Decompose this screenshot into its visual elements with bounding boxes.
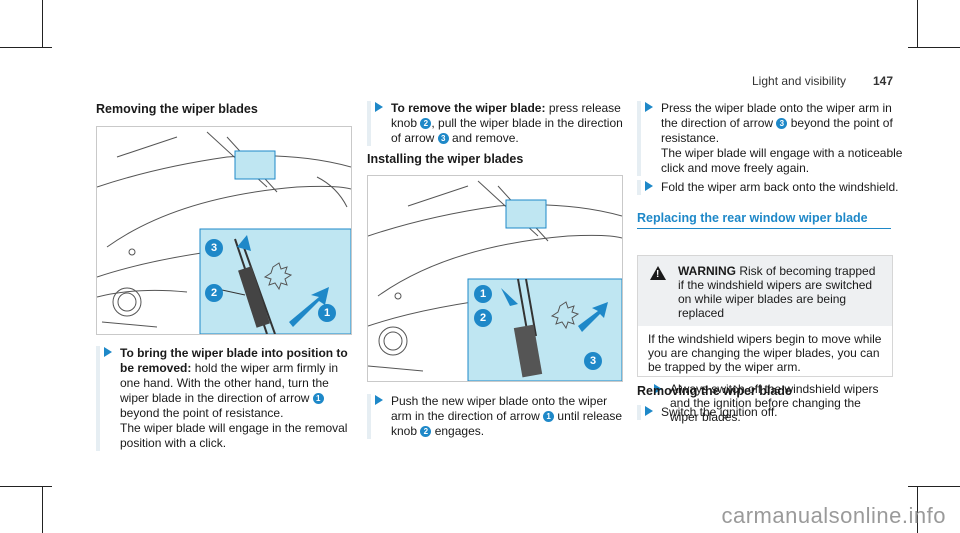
step-text: engages. [431, 424, 485, 438]
step-arrow-icon [375, 395, 383, 405]
crop-mark [908, 486, 960, 487]
warning-step: Always switch off the windshield wipers … [648, 382, 882, 424]
step-text: and remove. [448, 131, 519, 145]
callout-1: 1 [318, 304, 336, 322]
callout-1: 1 [474, 285, 492, 303]
step-arrow-icon [654, 384, 662, 394]
step-bold: To remove the wiper blade: [391, 101, 546, 115]
warning-header: WARNING Risk of becoming trapped if the … [638, 256, 892, 326]
step-remove-blade: To remove the wiper blade: press release… [367, 101, 631, 146]
step-arrow-icon [645, 102, 653, 112]
figure-removing-blade: 3 2 1 [96, 126, 352, 335]
step-text: Press the wiper blade onto the wiper arm… [661, 101, 892, 130]
inline-callout-2: 2 [420, 426, 432, 437]
section-rule [637, 228, 891, 229]
callout-2: 2 [205, 284, 223, 302]
step-arrow-icon [645, 181, 653, 191]
warning-box: WARNING Risk of becoming trapped if the … [637, 255, 893, 424]
crop-mark [42, 486, 43, 533]
step-text: Switch the ignition off. [661, 405, 778, 419]
step-text: press release knob [391, 101, 621, 130]
section-title-removing-blade: Removing the wiper blade [637, 384, 792, 398]
chapter-title: Light and visibility [752, 74, 847, 88]
step-text: beyond the point of resistance. [661, 116, 893, 145]
page-number: 147 [873, 74, 894, 88]
watermark: carmanualsonline.info [721, 503, 946, 528]
step-text: Fold the wiper arm back onto the windshi… [661, 180, 899, 194]
step-text: The wiper blade will engage in the remov… [120, 421, 348, 450]
inline-callout-1: 1 [312, 393, 324, 404]
step-arrow-icon [375, 102, 383, 112]
step-arrow-icon [104, 347, 112, 357]
step-push-new-blade: Push the new wiper blade onto the wiper … [367, 394, 631, 439]
inline-callout-3: 3 [776, 118, 788, 129]
warning-body: If the windshield wipers begin to move w… [638, 326, 892, 430]
step-press-blade: Press the wiper blade onto the wiper arm… [637, 101, 907, 176]
callout-2: 2 [474, 309, 492, 327]
crop-mark [42, 0, 43, 48]
step-text: , pull the wiper blade in the direction … [391, 116, 623, 145]
warning-body-text: If the windshield wipers begin to move w… [648, 332, 882, 374]
section-title-installing-blades: Installing the wiper blades [367, 152, 524, 166]
callout-3: 3 [584, 352, 602, 370]
step-text: hold the wiper arm firmly in one hand. W… [120, 361, 339, 405]
step-text: The wiper blade will engage with a notic… [661, 146, 903, 175]
crop-mark [0, 47, 52, 48]
inline-callout-1: 1 [543, 411, 555, 422]
warning-step-text: Always switch off the windshield wipers … [670, 382, 879, 424]
step-fold-arm: Fold the wiper arm back onto the windshi… [637, 180, 907, 195]
step-bold: To bring the wiper blade into position t… [120, 346, 348, 375]
inline-callout-3: 3 [437, 133, 449, 144]
step-text: beyond the point of resistance. [120, 406, 284, 420]
warning-icon [650, 266, 666, 282]
callout-3: 3 [205, 239, 223, 257]
crop-mark [917, 486, 918, 533]
inline-callout-2: 2 [420, 118, 432, 129]
step-text: until release knob [391, 409, 623, 438]
step-arrow-icon [645, 406, 653, 416]
warning-text: Risk of becoming trapped if the windshie… [678, 264, 876, 320]
crop-mark [917, 0, 918, 48]
step-bring-to-position: To bring the wiper blade into position t… [96, 346, 350, 451]
crop-mark [0, 486, 52, 487]
step-text: Push the new wiper blade onto the wiper … [391, 394, 608, 423]
crop-mark [908, 47, 960, 48]
section-title-removing-blades: Removing the wiper blades [96, 102, 258, 116]
step-switch-ignition: Switch the ignition off. [637, 405, 907, 420]
figure-installing-blade: 1 2 3 [367, 175, 623, 382]
section-title-rear-wiper: Replacing the rear window wiper blade [637, 211, 868, 225]
warning-label: WARNING [678, 264, 736, 278]
